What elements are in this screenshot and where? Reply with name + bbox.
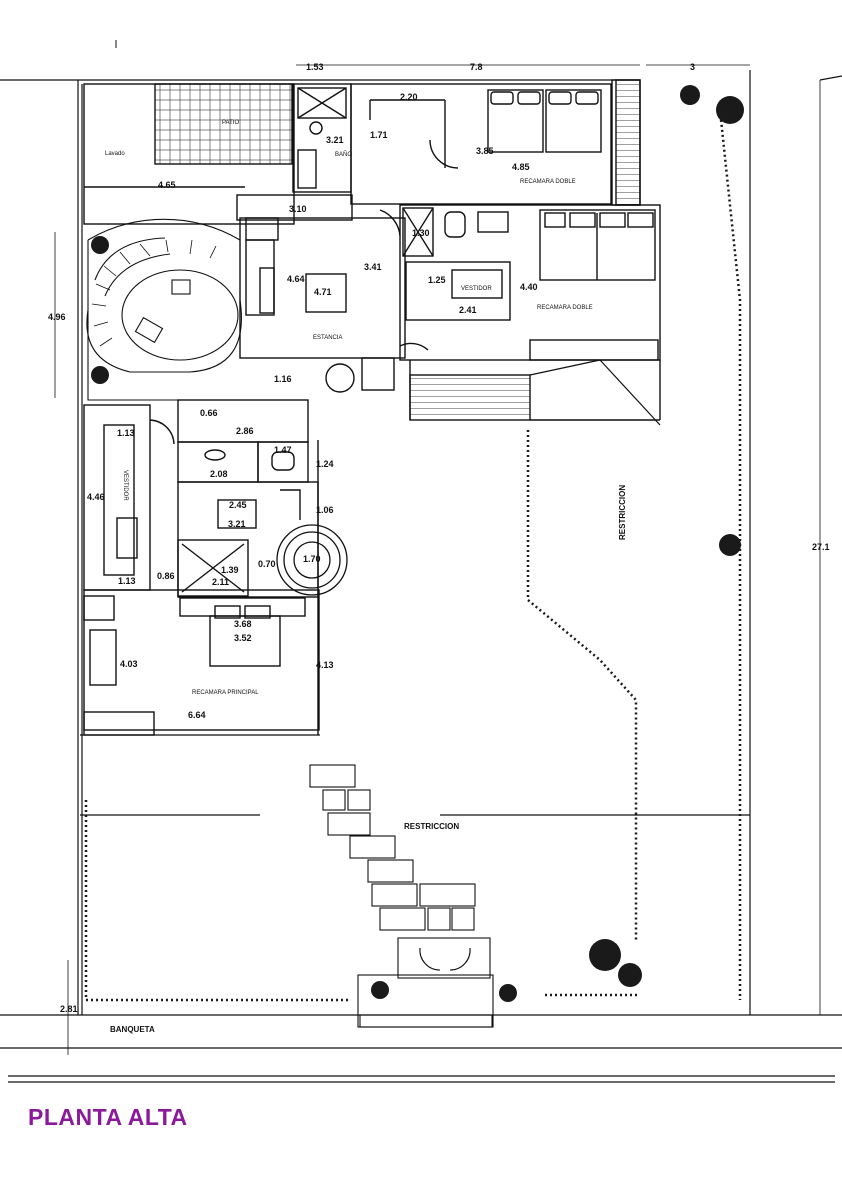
dimension-label: 1.25 [428,275,446,285]
dimension-label: 4.46 [87,492,105,502]
label-restriccion-vertical: RESTRICCION [618,485,627,540]
dimension-label: 1.24 [316,459,334,469]
dimension-label: 3.41 [364,262,382,272]
label-bano: BAÑO [335,151,352,158]
dimension-label: 1.06 [316,505,334,515]
spiral-stair [86,218,242,401]
dimension-label: 1.30 [412,228,430,238]
dimension-label: 1.71 [370,130,388,140]
dimension-label: 4.40 [520,282,538,292]
dimension-label: 4.03 [120,659,138,669]
dimension-label: 1.53 [306,62,324,72]
walls-middle [236,194,661,421]
round-shower [276,524,348,596]
trees [91,85,744,1002]
label-patio: PATIO [222,120,239,126]
label-lavado: Lavado [105,151,125,157]
dimension-label: 27.1 [812,542,830,552]
dimension-label: 3.21 [326,135,344,145]
label-vestidor-1: VESTIDOR [461,286,492,292]
label-recamara-doble-1: RECAMARA DOBLE [520,179,576,185]
dimension-label: 3.52 [234,633,252,643]
patio-tiles [154,83,293,165]
dimension-label: 2.41 [459,305,477,315]
dimension-label: 2.45 [229,500,247,510]
dimension-label: 0.66 [200,408,218,418]
label-recamara-doble-2: RECAMARA DOBLE [537,305,593,311]
stepping-stones [309,764,494,1028]
dimension-label: 2.20 [400,92,418,102]
label-banqueta: BANQUETA [110,1025,155,1034]
hedge-right [84,109,742,1002]
label-restriccion-horizontal: RESTRICCION [404,822,459,831]
dimension-label: 4.65 [158,180,176,190]
dimension-label: 4.71 [314,287,332,297]
dimension-label: 1.16 [274,374,292,384]
dimension-label: 0.70 [258,559,276,569]
dimension-label: 7.8 [470,62,483,72]
dimension-label: 2.11 [212,577,229,587]
dimension-label: 1.39 [221,565,239,575]
dimension-label: 4.96 [48,312,66,322]
dimension-label: 4.64 [287,274,305,284]
dimension-label: 1.13 [117,428,135,438]
dimension-label: 1.13 [118,576,136,586]
dimension-label: 2.86 [236,426,254,436]
dimension-label: 4.13 [316,660,334,670]
dimension-label: 6.64 [188,710,206,720]
dimension-label: 3.85 [476,146,494,156]
dimension-lines [54,64,821,1055]
label-recamara-principal: RECAMARA PRINCIPAL [192,690,259,696]
dimension-label: 4.85 [512,162,530,172]
page-title: PLANTA ALTA [28,1104,188,1130]
dimension-label: 3.10 [289,204,307,214]
dimension-label: 1.47 [274,445,292,455]
dimension-label: 1.70 [303,554,321,564]
dimension-label: 0.86 [157,571,175,581]
dimension-label: 2.08 [210,469,228,479]
dimension-label: 3.21 [228,519,246,529]
dimension-label: 3.68 [234,619,252,629]
label-estancia: ESTANCIA [313,335,343,341]
label-vestidor-2: VESTIDOR [122,470,128,501]
dimension-label: 3 [690,62,695,72]
walls-top [83,79,641,225]
spiral-treads [91,239,217,347]
dimension-label: 2.81 [60,1004,78,1014]
